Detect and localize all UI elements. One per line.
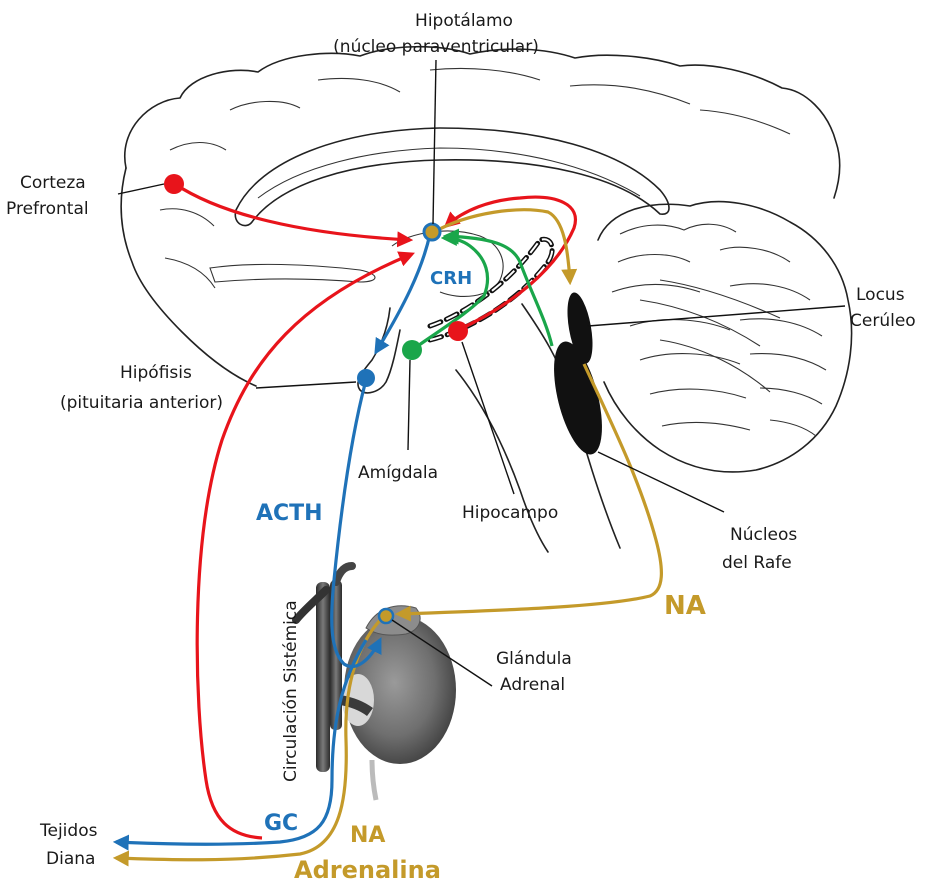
- leader-amygdala: [408, 360, 410, 450]
- gold-path-na: [398, 364, 661, 614]
- label-hypothalamus-1: Hipotálamo: [415, 11, 513, 31]
- label-hypothalamus-2: (núcleo paraventricular): [333, 37, 539, 57]
- label-amygdala: Amígdala: [358, 463, 438, 483]
- adrenal-kidney-illustration: [296, 566, 456, 800]
- hippocampus-node: [448, 321, 468, 341]
- tag-na-bottom: NA: [350, 823, 385, 848]
- label-adrenal-2: Adrenal: [500, 675, 565, 695]
- label-circulation: Circulación Sistémica: [281, 600, 301, 782]
- leader-raphe: [598, 452, 724, 512]
- label-adrenal-1: Glándula: [496, 649, 572, 669]
- tag-acth: ACTH: [256, 501, 323, 526]
- prefrontal-node: [164, 174, 184, 194]
- label-locus-2: Cerúleo: [850, 311, 916, 331]
- leader-cortex: [118, 184, 164, 194]
- leader-hippocampus: [462, 342, 514, 494]
- leader-locus: [588, 306, 845, 326]
- label-hippocampus: Hipocampo: [462, 503, 558, 523]
- leader-hypothalamus: [433, 60, 436, 224]
- hypothalamus-node: [424, 224, 440, 240]
- label-target-1: Tejidos: [39, 821, 98, 841]
- gold-path-adrenaline: [116, 616, 384, 860]
- tag-gc: GC: [264, 811, 298, 836]
- label-cortex-1: Corteza: [20, 173, 86, 193]
- label-pituitary-2: (pituitaria anterior): [60, 393, 223, 413]
- label-target-2: Diana: [46, 849, 95, 869]
- tag-adrenaline: Adrenalina: [294, 856, 441, 884]
- label-pituitary-1: Hipófisis: [120, 363, 192, 383]
- label-raphe-2: del Rafe: [722, 553, 792, 573]
- amygdala-node: [402, 340, 422, 360]
- red-path-cortex: [175, 184, 410, 240]
- label-cortex-2: Prefrontal: [6, 199, 89, 219]
- cerebellum: [598, 202, 852, 472]
- leader-pituitary: [256, 382, 356, 388]
- pituitary-node: [357, 369, 375, 387]
- adrenal-node: [379, 609, 393, 623]
- tag-na-right: NA: [664, 591, 706, 621]
- tag-crh: CRH: [430, 268, 472, 289]
- label-locus-1: Locus: [856, 285, 905, 305]
- label-raphe-1: Núcleos: [730, 525, 797, 545]
